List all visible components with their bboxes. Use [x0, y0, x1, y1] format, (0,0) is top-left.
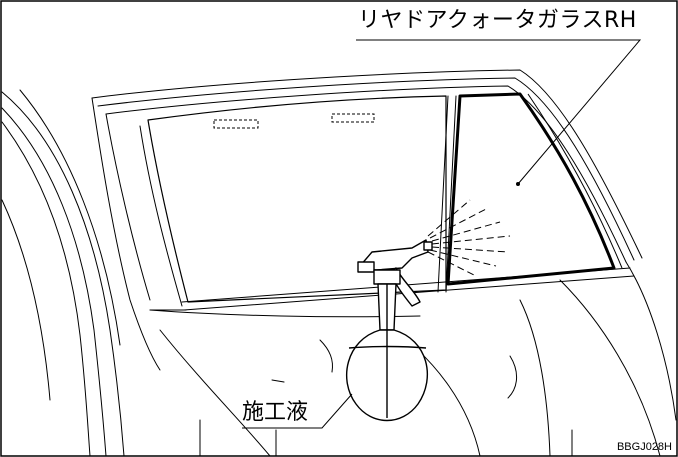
door-frame-strip-1: [97, 77, 635, 261]
pillar-edge-2: [105, 113, 151, 301]
door-frame-outer: [91, 69, 643, 259]
fender-line-3: [1, 121, 91, 457]
spray-bottle: [345, 239, 433, 422]
panel-mark: [271, 379, 285, 383]
glass-marking-1: [213, 119, 259, 129]
fender-line-1: [1, 91, 125, 457]
division-bar-1: [437, 95, 449, 293]
spray-nozzle: [423, 241, 433, 251]
liquid-leader-line: [242, 393, 353, 429]
main-window-glass: [147, 95, 447, 303]
spray-cap: [357, 261, 375, 273]
liquid-label: 施工液: [242, 400, 309, 425]
part-label: リヤドアクォータガラスRH: [358, 8, 637, 33]
fender-line-2: [1, 107, 107, 457]
pillar-edge-1: [91, 97, 161, 371]
rear-fender-line: [559, 279, 661, 457]
rear-fender-edge: [625, 261, 677, 421]
glass-marking-2: [331, 113, 375, 123]
door-frame-strip-2: [105, 85, 627, 263]
fender-line-5: [1, 199, 51, 401]
division-bar-2: [445, 95, 457, 293]
bottle-collar: [373, 269, 401, 285]
panel-crease: [507, 355, 517, 399]
quarter-glass-channel: [527, 93, 623, 269]
fender-line-4: [19, 89, 121, 346]
window-channel: [139, 125, 183, 307]
quarter-glass-outline: [446, 92, 616, 286]
door-panel-curve-3: [519, 299, 551, 457]
handle-recess: [319, 339, 333, 373]
figure-code-label: BBGJ028H: [616, 441, 672, 453]
door-panel-curve-1: [159, 329, 271, 457]
part-leader-line: [356, 39, 642, 185]
spray-mist: [427, 199, 511, 277]
